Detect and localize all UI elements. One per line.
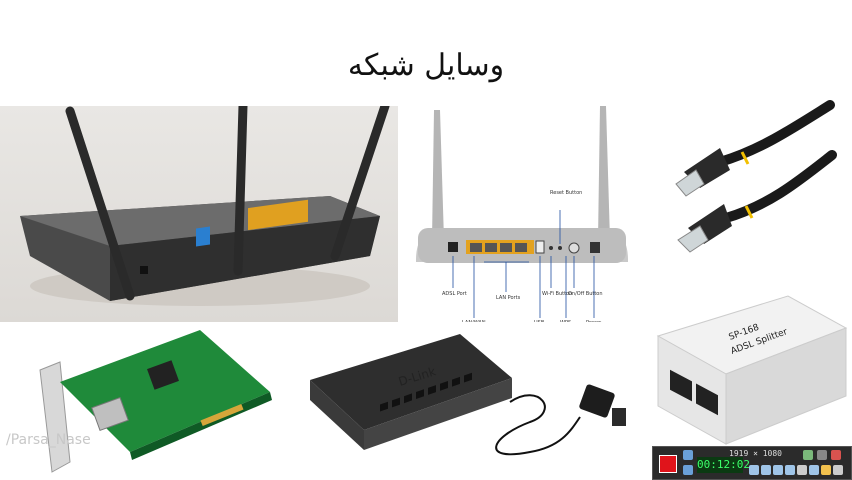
pen-icon[interactable] xyxy=(809,465,819,475)
label-lan-ports: LAN Ports xyxy=(496,295,521,301)
timer-icon[interactable] xyxy=(785,465,795,475)
screen-recorder-toolbar: 1919 × 1080 00:12:02 xyxy=(652,446,852,480)
slide-title: وسایل شبکه xyxy=(347,48,505,83)
adsl-splitter-image: SP-168 ADSL Splitter xyxy=(648,288,852,448)
close-icon[interactable] xyxy=(831,450,841,460)
window-icon[interactable] xyxy=(803,450,813,460)
label-wifi: Wi-Fi Button xyxy=(542,291,572,297)
stop-record-button[interactable] xyxy=(659,455,677,473)
label-onoff: On/Off Button xyxy=(568,291,603,297)
volume-icon[interactable] xyxy=(749,465,759,475)
network-switch-image: D-Link xyxy=(300,322,652,480)
network-card-image xyxy=(0,322,300,480)
webcam-icon[interactable] xyxy=(773,465,783,475)
gear-icon[interactable] xyxy=(833,465,843,475)
label-adsl-port: ADSL Port xyxy=(442,291,467,297)
label-reset: Reset Button xyxy=(550,190,582,196)
recording-resolution: 1919 × 1080 xyxy=(729,449,782,458)
microphone-icon[interactable] xyxy=(761,465,771,475)
folder-icon[interactable] xyxy=(821,465,831,475)
wireless-router-image xyxy=(0,106,398,322)
cursor-icon[interactable] xyxy=(797,465,807,475)
ethernet-cables-image xyxy=(660,100,852,290)
adsl-modem-diagram: Reset Button ADSL Port LAN/WAN LAN Ports… xyxy=(404,100,642,328)
camera-icon[interactable] xyxy=(683,450,693,460)
recording-timer: 00:12:02 xyxy=(697,457,750,473)
minimize-icon[interactable] xyxy=(817,450,827,460)
watermark-text: /Parsa_Nase xyxy=(6,432,91,448)
pause-icon[interactable] xyxy=(683,465,693,475)
